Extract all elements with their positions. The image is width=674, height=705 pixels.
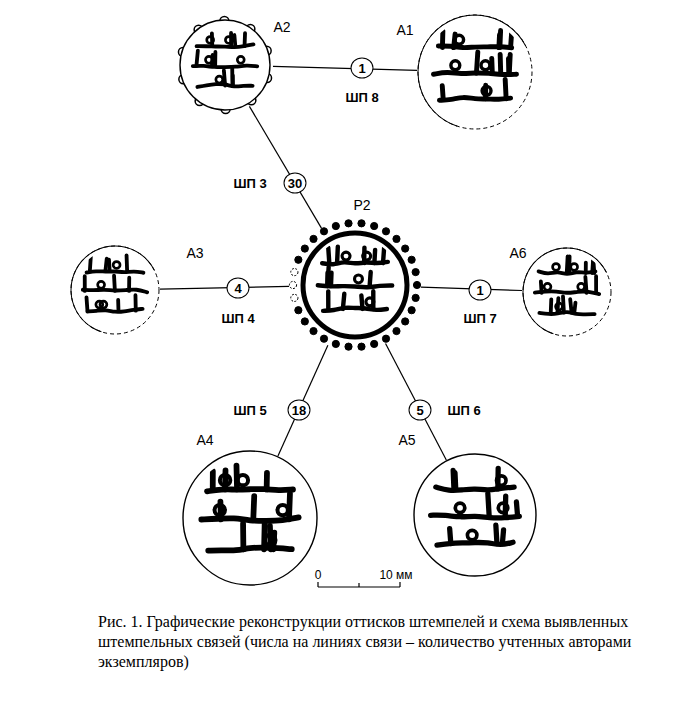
- pellet-dot: [382, 335, 389, 342]
- pellet-dot: [412, 269, 419, 276]
- pellet-dot: [402, 245, 409, 252]
- die-label: A6: [509, 245, 526, 261]
- die-link-label: ШП 5: [231, 403, 268, 418]
- die-inscription: [318, 244, 392, 311]
- pellet-dot: [408, 256, 415, 263]
- pellet-dot: [371, 340, 378, 347]
- die-drawing: [413, 453, 537, 577]
- die-drawing: [289, 219, 421, 351]
- die-border: [180, 20, 270, 110]
- die-drawing: [70, 245, 160, 335]
- die-link-label: ШП 6: [445, 403, 482, 418]
- pellet-dot: [320, 335, 327, 342]
- pellet-dot: [291, 294, 298, 301]
- die-impression: A6: [522, 247, 612, 337]
- die-inscription: [434, 30, 517, 100]
- pellet-dot: [310, 327, 317, 334]
- pellet-dot: [412, 294, 419, 301]
- pellet-dot: [332, 340, 339, 347]
- pellet-dot: [371, 222, 378, 229]
- pellet-dot: [301, 245, 308, 252]
- die-label: A4: [196, 432, 213, 448]
- pellet-dot: [358, 220, 365, 227]
- scale-tick: [399, 582, 400, 587]
- figure-caption: Рис. 1. Графические реконструкции оттиск…: [98, 612, 658, 672]
- die-inscription: [201, 466, 298, 551]
- pellet-dot: [393, 235, 400, 242]
- pellet-dot: [345, 343, 352, 350]
- die-inscription: [83, 255, 147, 311]
- die-drawing: [182, 450, 318, 586]
- die-impression: A4: [182, 450, 318, 586]
- specimen-count: 5: [409, 400, 432, 421]
- die-drawing: [417, 14, 533, 130]
- die-border: [523, 248, 611, 336]
- die-link: [249, 106, 321, 228]
- die-link: [273, 66, 417, 70]
- die-link: [386, 344, 447, 461]
- pellet-dot: [345, 220, 352, 227]
- die-border: [303, 233, 407, 337]
- die-border: [417, 15, 526, 127]
- die-border: [414, 454, 536, 576]
- pellet-dot: [358, 343, 365, 350]
- pellet-dot: [332, 222, 339, 229]
- die-border: [523, 248, 607, 335]
- specimen-count: 4: [227, 278, 250, 299]
- die-impression: P2: [289, 219, 421, 351]
- die-inscription: [535, 256, 599, 314]
- pellet-dot: [320, 228, 327, 235]
- pellet-dot: [295, 307, 302, 314]
- scale-tick: [317, 582, 318, 587]
- die-link-label: ШП 7: [461, 311, 498, 326]
- scale-label: 10 мм: [379, 568, 412, 582]
- die-impression: A5: [413, 453, 537, 577]
- die-border: [71, 246, 155, 333]
- die-impression: A2: [177, 17, 273, 113]
- die-inscription: [193, 33, 257, 87]
- die-label: A2: [273, 19, 290, 35]
- die-label: A3: [186, 245, 203, 261]
- die-link: [160, 286, 289, 289]
- die-link-label: ШП 3: [231, 176, 268, 191]
- die-impression: A3: [70, 245, 160, 335]
- die-link: [278, 345, 328, 456]
- die-drawing: [177, 17, 273, 113]
- die-border: [71, 246, 159, 334]
- pellet-dot: [301, 318, 308, 325]
- pellet-dot: [393, 327, 400, 334]
- die-label: P2: [353, 197, 370, 213]
- pellet-dot: [402, 318, 409, 325]
- pellet-dot: [310, 235, 317, 242]
- specimen-count: 1: [351, 58, 374, 79]
- die-drawing: [522, 247, 612, 337]
- pellet-dot: [382, 228, 389, 235]
- pellet-dot: [289, 281, 296, 288]
- scale-label: 0: [315, 568, 322, 582]
- die-border: [418, 15, 532, 129]
- specimen-count: 1: [469, 280, 492, 301]
- scale-tick: [358, 583, 359, 587]
- specimen-count: 30: [284, 173, 307, 194]
- die-label: A5: [398, 432, 415, 448]
- die-label: A1: [396, 22, 413, 38]
- die-inscription: [431, 468, 520, 545]
- die-impression: A1: [417, 14, 533, 130]
- pellet-dot: [295, 256, 302, 263]
- die-link-label: ШП 4: [219, 311, 256, 326]
- die-border: [183, 451, 317, 585]
- pellet-dot: [408, 307, 415, 314]
- die-link-label: ШП 8: [343, 90, 380, 105]
- pellet-dot: [291, 269, 298, 276]
- pellet-dot: [413, 281, 420, 288]
- specimen-count: 18: [288, 400, 311, 421]
